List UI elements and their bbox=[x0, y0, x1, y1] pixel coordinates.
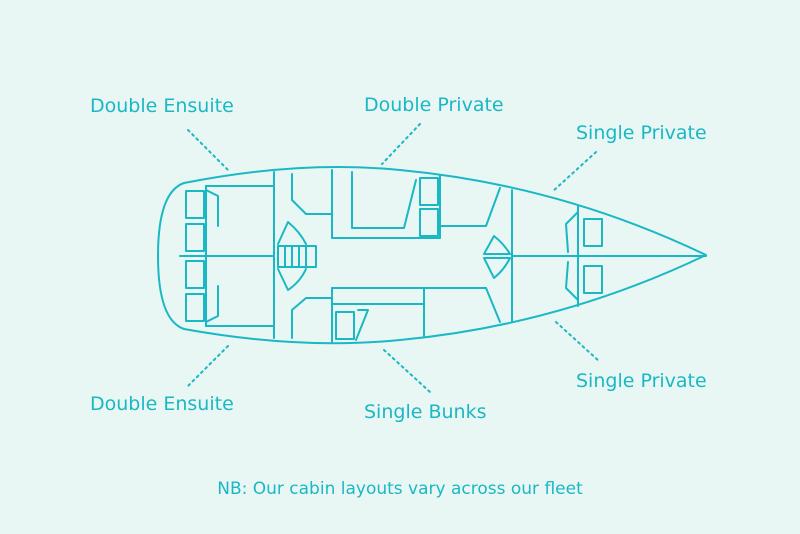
label-double-ensuite-top: Double Ensuite bbox=[90, 95, 234, 117]
leader-single-private-top bbox=[551, 151, 597, 193]
hull-outline bbox=[157, 166, 707, 345]
fleet-layout-note: NB: Our cabin layouts vary across our fl… bbox=[217, 479, 583, 499]
leader-double-private bbox=[381, 123, 421, 165]
leader-single-private-bottom bbox=[555, 321, 601, 363]
label-double-ensuite-bottom: Double Ensuite bbox=[90, 393, 234, 415]
label-single-bunks: Single Bunks bbox=[364, 401, 487, 423]
double-private-cabin bbox=[331, 169, 501, 239]
stern-cabins bbox=[179, 171, 275, 339]
label-single-private-top: Single Private bbox=[576, 122, 707, 144]
leader-double-ensuite-bottom bbox=[185, 345, 229, 389]
label-single-private-bottom: Single Private bbox=[576, 370, 707, 392]
single-bunks-cabin bbox=[331, 287, 501, 343]
leader-single-bunks bbox=[383, 349, 431, 393]
companionway-stairs bbox=[277, 173, 333, 339]
forward-cabins bbox=[483, 189, 707, 323]
leader-double-ensuite-top bbox=[187, 129, 231, 173]
label-double-private: Double Private bbox=[364, 94, 504, 116]
